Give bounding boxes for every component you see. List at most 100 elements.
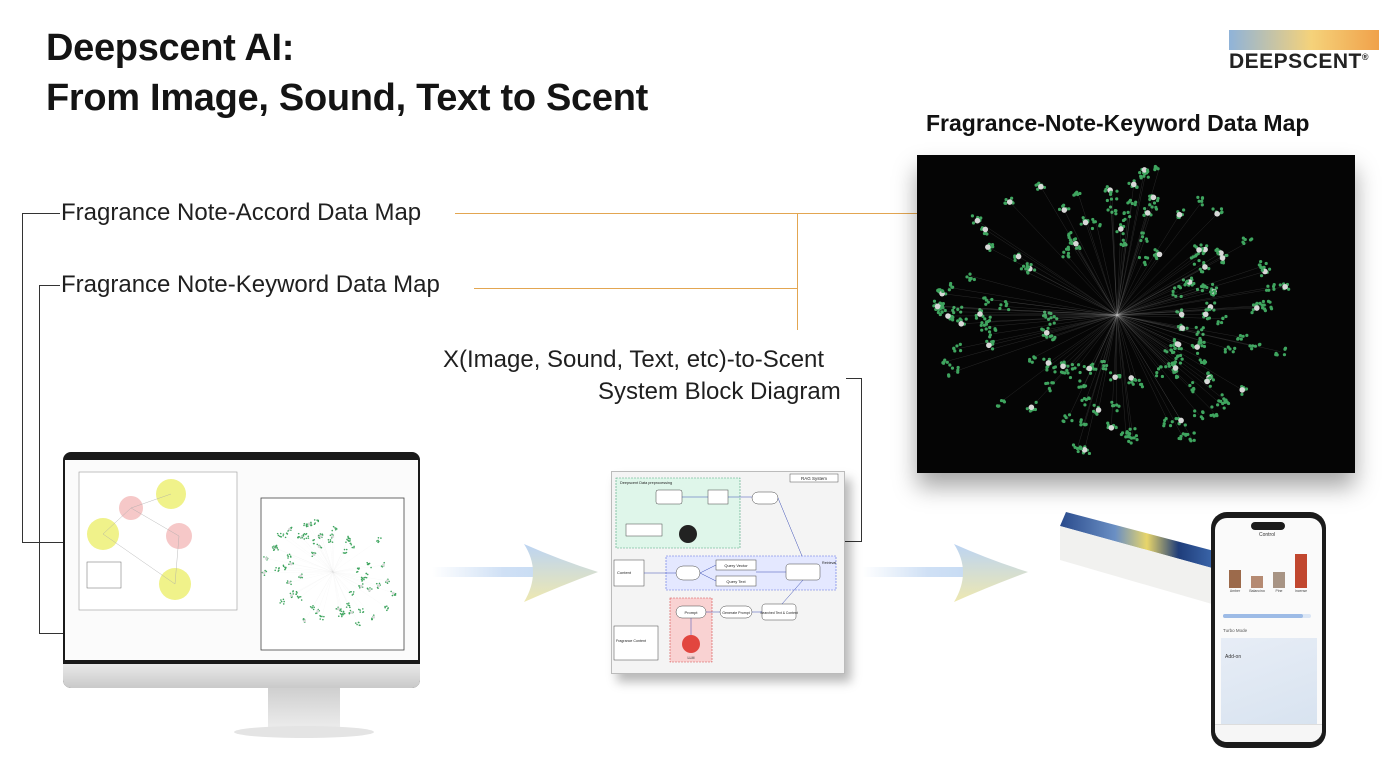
network-node <box>1083 403 1087 407</box>
network-node <box>1137 378 1141 382</box>
network-node <box>1192 431 1196 435</box>
network-node <box>1045 335 1049 339</box>
network-node <box>1164 365 1168 369</box>
network-node <box>1278 283 1282 287</box>
network-node <box>990 347 995 351</box>
network-node <box>972 277 976 282</box>
network-node <box>1134 200 1138 204</box>
phone-bar-label: Balancing <box>1249 589 1264 592</box>
network-node <box>1108 192 1113 196</box>
network-node <box>1122 241 1127 245</box>
network-node <box>302 618 305 620</box>
network-edge <box>332 565 369 573</box>
network-node <box>282 564 285 567</box>
network-node <box>288 563 290 566</box>
network-node <box>375 582 378 585</box>
phone-level-bar <box>1229 570 1241 588</box>
network-node <box>303 538 306 540</box>
network-node <box>1128 198 1133 202</box>
network-edge <box>1116 200 1203 316</box>
network-node <box>1090 226 1095 231</box>
network-node <box>345 548 348 551</box>
phone-header: Control <box>1259 532 1276 538</box>
network-node <box>388 580 390 583</box>
network-edge <box>1000 314 1118 403</box>
network-node <box>1214 412 1219 417</box>
network-hub-node <box>986 342 992 349</box>
network-node <box>958 342 962 346</box>
network-edge <box>317 571 334 612</box>
network-hub-node <box>958 320 965 327</box>
network-node <box>1162 424 1166 428</box>
network-node <box>1241 334 1245 338</box>
phone-addon-panel <box>1221 638 1317 724</box>
network-node <box>317 520 320 523</box>
network-node <box>939 301 943 306</box>
network-node <box>1250 311 1254 315</box>
network-edge <box>1116 228 1122 316</box>
network-hub-node <box>1043 329 1050 336</box>
network-node <box>351 594 354 596</box>
network-hub-node <box>1254 305 1260 311</box>
network-node <box>356 623 358 626</box>
network-edge <box>1116 314 1183 329</box>
network-node <box>390 590 392 593</box>
phone-level-bar <box>1295 554 1307 588</box>
network-node <box>276 532 279 535</box>
network-node <box>1216 251 1220 255</box>
network-edge <box>1116 174 1146 316</box>
network-edge <box>1116 314 1169 423</box>
network-node <box>263 556 265 558</box>
network-edge <box>1009 201 1118 316</box>
network-edge <box>300 571 334 576</box>
network-node <box>1258 301 1262 305</box>
network-node <box>1130 201 1134 206</box>
network-edge <box>332 545 353 573</box>
network-edge <box>1116 306 1263 316</box>
network-edge <box>1085 222 1118 316</box>
network-node <box>1131 382 1135 386</box>
network-node <box>341 615 343 618</box>
network-node <box>287 557 289 559</box>
network-edge <box>1077 314 1118 447</box>
network-edge <box>1116 314 1132 379</box>
network-edge <box>279 535 334 573</box>
network-node <box>951 318 955 322</box>
network-hub-node <box>289 562 293 566</box>
network-node <box>1098 222 1102 227</box>
network-node <box>283 600 285 603</box>
network-edge <box>1116 314 1178 356</box>
network-node <box>349 540 351 542</box>
network-node <box>1045 368 1049 372</box>
connector-diagram-v <box>861 378 862 541</box>
preprocessing-label: Deepscent Data preprocessing <box>620 481 672 485</box>
network-hub-node <box>264 557 268 560</box>
network-node <box>312 604 314 607</box>
network-node <box>347 539 350 542</box>
network-hub-node <box>287 581 291 584</box>
network-node <box>340 610 343 613</box>
network-node <box>1178 361 1183 365</box>
network-node <box>376 540 378 542</box>
network-node <box>346 602 348 605</box>
network-node <box>984 298 989 302</box>
network-node <box>974 313 978 318</box>
network-hub-node <box>319 534 323 538</box>
network-edge <box>1111 211 1118 316</box>
network-node <box>1160 374 1165 379</box>
network-node <box>280 599 282 601</box>
network-edge <box>1048 314 1118 388</box>
network-node <box>1177 284 1181 289</box>
network-node <box>296 592 298 594</box>
network-edge <box>1116 216 1129 316</box>
connector-accord-h <box>22 213 60 214</box>
network-node <box>1173 362 1177 366</box>
network-hub-node <box>1219 255 1226 261</box>
network-node <box>1208 384 1212 388</box>
network-node <box>1195 351 1200 355</box>
network-hub-node <box>1178 311 1185 318</box>
network-node <box>956 307 960 311</box>
network-node <box>1208 307 1212 312</box>
network-hub-node <box>1006 199 1013 205</box>
network-node <box>1200 328 1204 332</box>
